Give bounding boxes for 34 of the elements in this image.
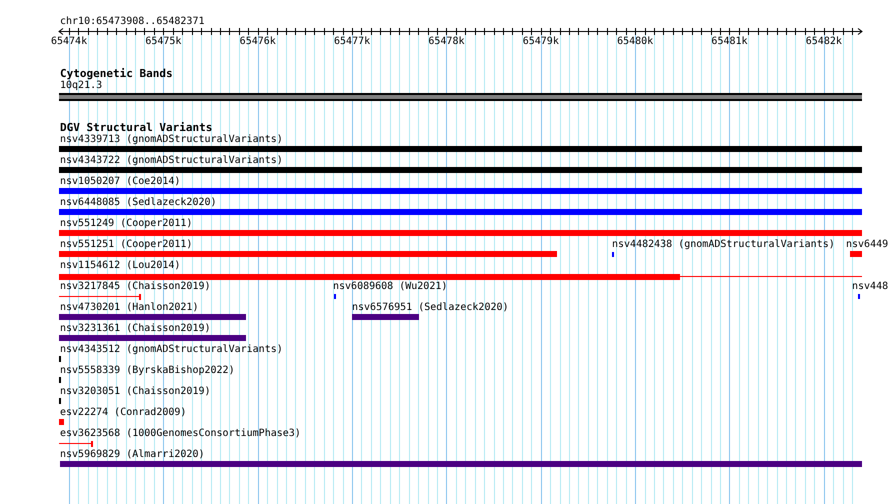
variant-label: esv22274 (Conrad2009) — [60, 407, 186, 418]
variant-label: nsv3231361 (Chaisson2019) — [60, 323, 211, 334]
variant-label: nsv448 — [852, 281, 888, 292]
tick-label: 65478k — [428, 36, 464, 47]
tick-label: 65479k — [522, 36, 559, 47]
tick-label: 65477k — [334, 36, 370, 47]
variant-label: nsv551249 (Cooper2011) — [60, 218, 192, 229]
tick-label: 65481k — [711, 36, 748, 47]
tick-label: 65482k — [806, 36, 842, 47]
variant-label: nsv4339713 (gnomADStructuralVariants) — [60, 134, 283, 145]
variant-label: nsv4343512 (gnomADStructuralVariants) — [60, 344, 283, 355]
track-title: Cytogenetic Bands — [60, 68, 173, 79]
variant-label: nsv6449 — [846, 239, 888, 250]
variant-label: nsv551251 (Cooper2011) — [60, 239, 192, 250]
tick-label: 65480k — [617, 36, 654, 47]
variant-label: nsv3217845 (Chaisson2019) — [60, 281, 211, 292]
variant-label: nsv1154612 (Lou2014) — [60, 260, 180, 271]
variant-label: nsv5558339 (ByrskaBishop2022) — [60, 365, 235, 376]
variant-label: nsv4482438 (gnomADStructuralVariants) — [612, 239, 835, 250]
variant-label: nsv4343722 (gnomADStructuralVariants) — [60, 155, 283, 166]
variant-label: nsv1050207 (Coe2014) — [60, 176, 180, 187]
band-name: 10q21.3 — [60, 80, 102, 91]
variant-label: nsv4730201 (Hanlon2021) — [60, 302, 198, 313]
track-title: DGV Structural Variants — [60, 122, 212, 133]
tick-label: 65475k — [145, 36, 182, 47]
variant-label: nsv6089608 (Wu2021) — [333, 281, 448, 292]
tick-label: 65474k — [50, 36, 88, 47]
variant-label: esv3623568 (1000GenomesConsortiumPhase3) — [60, 428, 301, 439]
variant-label: nsv3203051 (Chaisson2019) — [60, 386, 211, 397]
tick-label: 65476k — [240, 36, 276, 47]
variant-label: nsv5969829 (Almarri2020) — [60, 449, 204, 460]
variant-label: nsv6576951 (Sedlazeck2020) — [352, 302, 509, 313]
coordinate-range: chr10:65473908..65482371 — [60, 16, 204, 27]
variant-label: nsv6448085 (Sedlazeck2020) — [60, 197, 217, 208]
